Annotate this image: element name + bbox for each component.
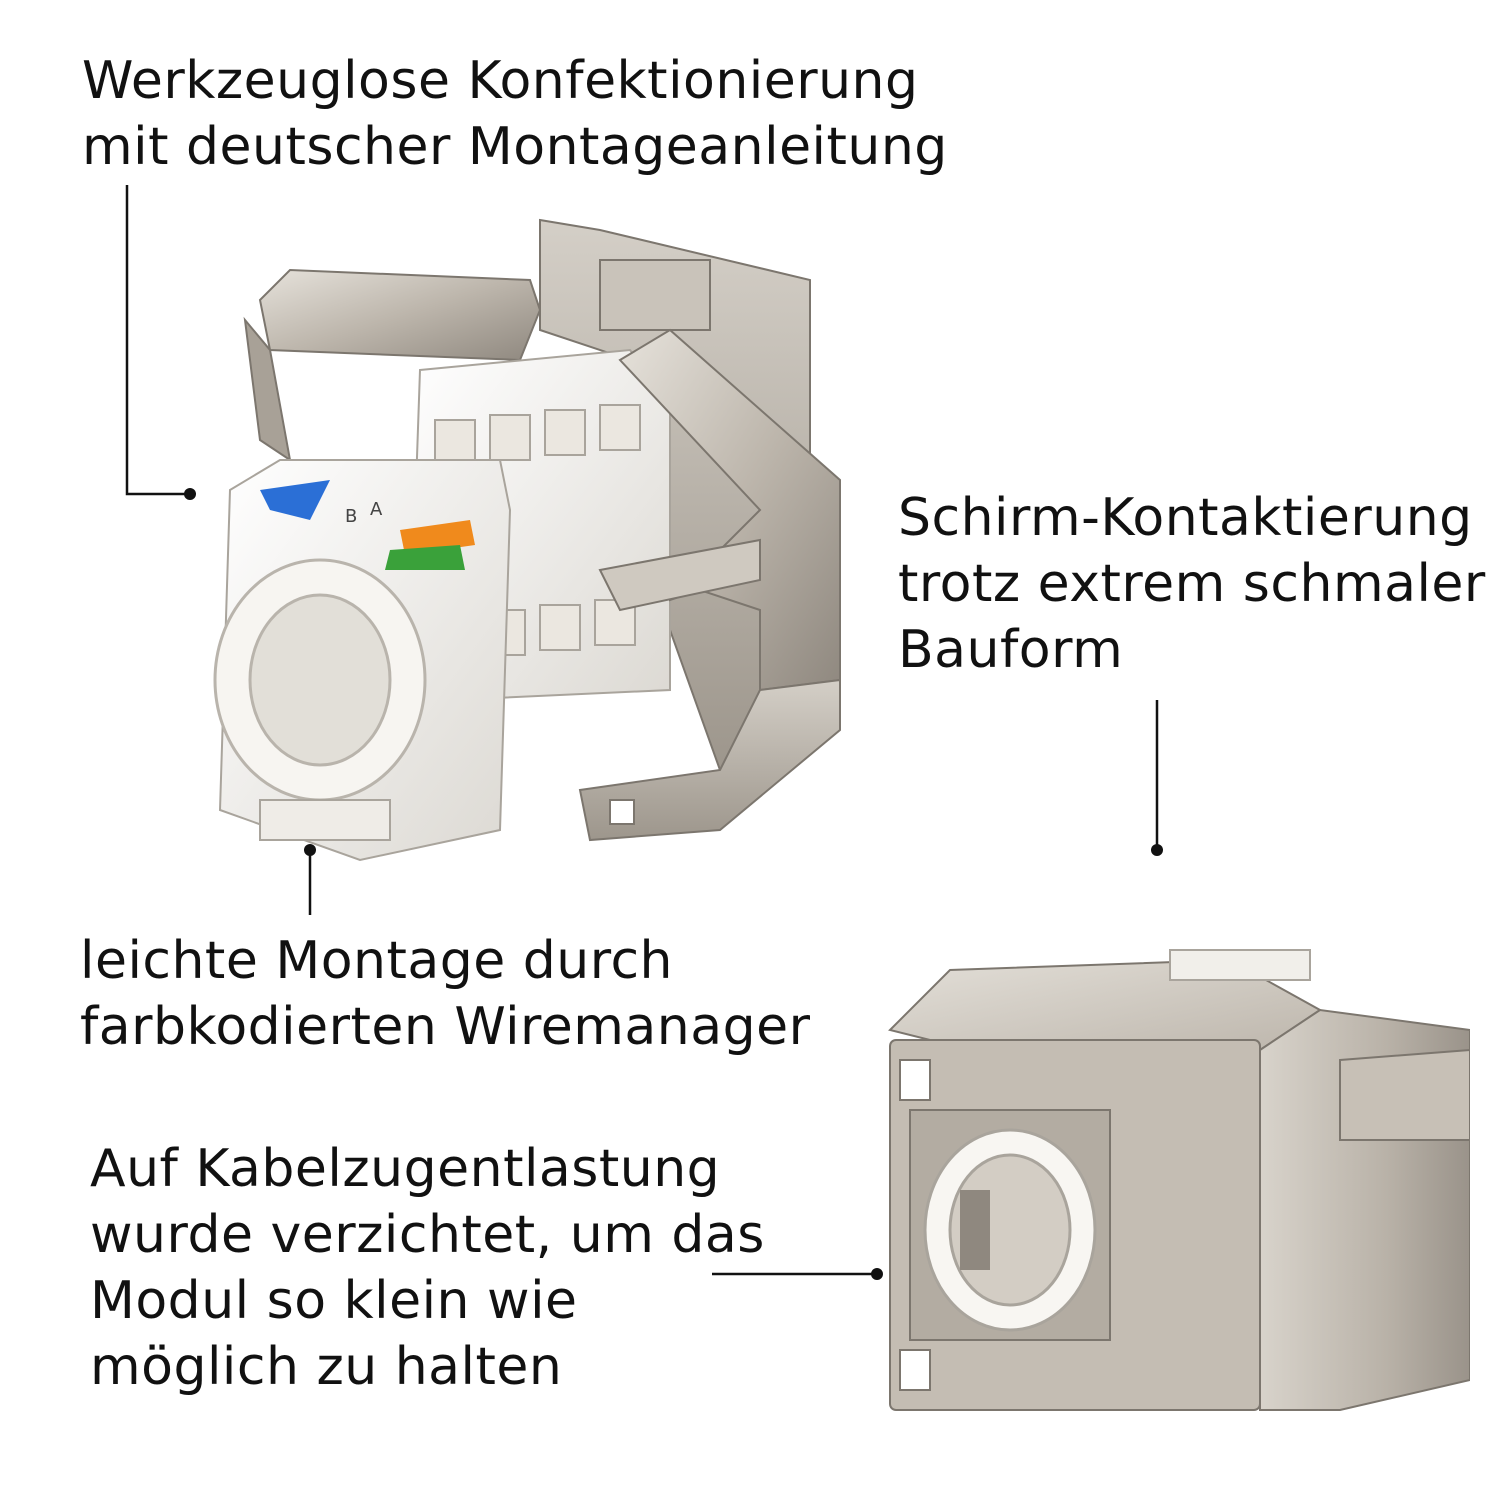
callout-line: farbkodierten Wiremanager xyxy=(80,997,811,1057)
callout-line: Auf Kabelzugentlastung xyxy=(90,1139,721,1199)
leader-dot-shield xyxy=(1151,844,1163,856)
module-mark-a: A xyxy=(370,499,383,520)
callout-line: leichte Montage durch xyxy=(80,931,674,991)
callout-line: Bauform xyxy=(898,620,1124,680)
module-mark-b: B xyxy=(345,506,357,527)
leader-line-tool-free xyxy=(125,185,188,496)
callout-line: Schirm-Kontaktierung xyxy=(898,488,1473,548)
callout-line: möglich zu halten xyxy=(90,1337,563,1397)
callout-line: trotz extrem schmaler xyxy=(898,554,1486,614)
keystone-module-open-image: B A xyxy=(213,218,841,862)
callout-shield-contact: Schirm-Kontaktierung trotz extrem schmal… xyxy=(898,485,1486,683)
callout-wiremanager: leichte Montage durch farbkodierten Wire… xyxy=(80,928,811,1060)
callout-line: wurde verzichtet, um das xyxy=(90,1205,765,1265)
callout-line: mit deutscher Montageanleitung xyxy=(82,117,948,177)
leader-dot-tool-free xyxy=(184,488,196,500)
keystone-module-closed-image xyxy=(888,949,1470,1411)
blue-wire-mark-icon xyxy=(260,480,330,520)
callout-tool-free-assembly: Werkzeuglose Konfektionierung mit deutsc… xyxy=(82,48,948,180)
green-wire-mark-icon xyxy=(385,545,465,570)
callout-strain-relief: Auf Kabelzugentlastung wurde verzichtet,… xyxy=(90,1136,765,1400)
callout-line: Modul so klein wie xyxy=(90,1271,578,1331)
callout-line: Werkzeuglose Konfektionierung xyxy=(82,51,919,111)
